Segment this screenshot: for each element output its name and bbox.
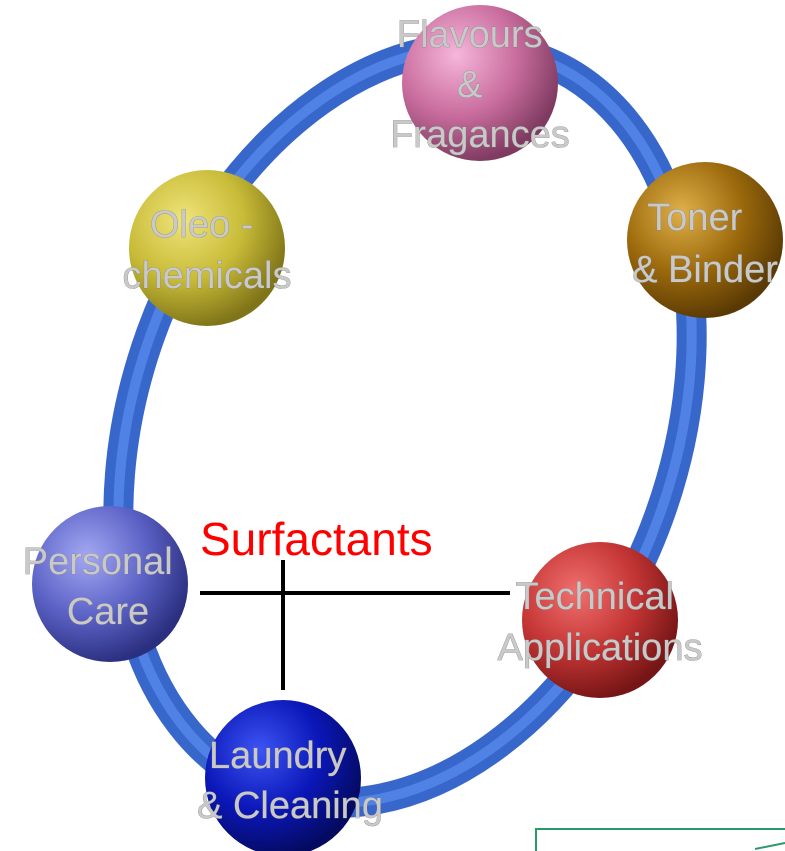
- node-laundry-label: Laundry & Cleaning: [197, 735, 383, 827]
- node-personal-care-label: Personal Care: [23, 541, 184, 633]
- node-toner-circle: [627, 162, 783, 318]
- node-personal-care-circle: [32, 506, 188, 662]
- node-flavours-label: Flavours & Fragances: [390, 14, 570, 156]
- node-flavours-circle: [402, 5, 558, 161]
- node-technical-circle: [522, 542, 678, 698]
- corner-box-fragment: [535, 828, 785, 851]
- node-technical-label: Technical Applications: [498, 576, 703, 669]
- center-title-surfactants: Surfactants: [200, 513, 433, 565]
- node-oleo-circle: [129, 170, 285, 326]
- node-laundry-circle: [205, 700, 361, 851]
- surfactants-connector: [200, 560, 510, 690]
- node-oleo-label: Oleo - chemicals: [123, 204, 292, 297]
- node-toner-label: Toner & Binder: [632, 197, 778, 291]
